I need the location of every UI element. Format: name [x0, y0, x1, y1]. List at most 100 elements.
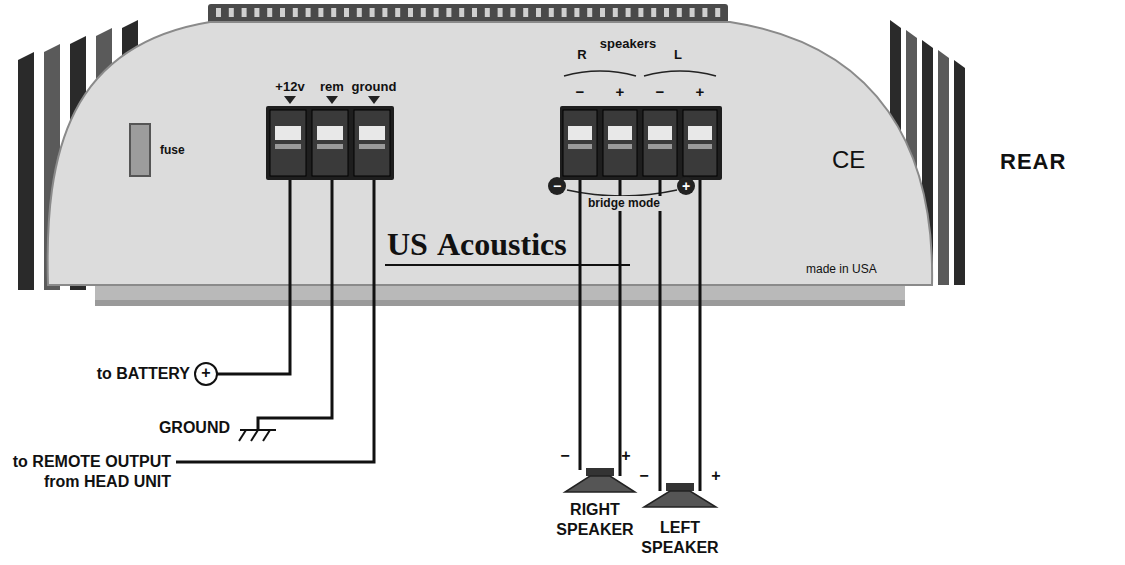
- ridge-tooth: [664, 8, 669, 17]
- terminal-clamp: [568, 126, 592, 140]
- ridge-tooth: [395, 8, 400, 17]
- polarity-mark: −: [568, 82, 592, 101]
- speaker-magnet: [586, 468, 614, 476]
- speaker-wire: [619, 180, 622, 476]
- ridge-tooth: [523, 8, 528, 17]
- terminal-clamp: [648, 126, 672, 140]
- ridge-tooth: [498, 8, 503, 17]
- ridge-tooth: [638, 8, 643, 17]
- connection-label: to REMOTE OUTPUT from HEAD UNIT: [6, 452, 171, 492]
- brand-logo: Acoustics: [435, 226, 569, 262]
- ridge-tooth: [216, 8, 221, 17]
- pointer: [284, 96, 296, 104]
- ground-symbol: [239, 430, 276, 441]
- ridge-tooth: [677, 8, 682, 17]
- pointer: [326, 96, 338, 104]
- ground-hatch: [251, 430, 258, 441]
- speaker-terminal-block: [560, 106, 722, 180]
- terminal: [312, 110, 348, 176]
- polarity-mark: −: [636, 466, 652, 486]
- ridge-tooth: [357, 8, 362, 17]
- battery-plus-circle: [195, 363, 217, 385]
- speaker-cone: [644, 491, 716, 507]
- speaker-label: RIGHT SPEAKER: [550, 500, 640, 540]
- ridge-tooth: [446, 8, 451, 17]
- ridge-tooth: [562, 8, 567, 17]
- terminal-screw: [568, 144, 592, 149]
- terminal: [683, 110, 717, 176]
- terminal-clamp: [317, 126, 343, 140]
- pointer: [368, 96, 380, 104]
- speaker-wire: [659, 180, 662, 491]
- terminal-label: rem: [310, 79, 354, 95]
- logo-underline: [385, 264, 630, 266]
- bridge-minus-mark: [548, 177, 566, 195]
- speaker-wire: [699, 180, 702, 491]
- ridge-tooth: [510, 8, 515, 17]
- polarity-mark: −: [557, 446, 573, 466]
- ridge-tooth: [587, 8, 592, 17]
- ridge-tooth: [242, 8, 247, 17]
- certification-mark: CE: [832, 150, 865, 170]
- rear-panel: [48, 22, 932, 285]
- origin-label: made in USA: [806, 262, 877, 277]
- terminal-screw: [688, 144, 712, 149]
- terminal-label: ground: [348, 79, 400, 95]
- mode-label: bridge mode: [582, 196, 666, 211]
- terminals: [270, 110, 717, 176]
- ridge-tooth: [331, 8, 336, 17]
- polarity-mark: +: [618, 446, 634, 466]
- ridge-tooth: [229, 8, 234, 17]
- ridge-tooth: [293, 8, 298, 17]
- brand-logo: US: [385, 226, 430, 262]
- terminal: [270, 110, 306, 176]
- ridge-tooth: [690, 8, 695, 17]
- wires: [176, 180, 700, 491]
- ridge-tooth: [485, 8, 490, 17]
- view-label: REAR: [1000, 152, 1066, 172]
- fin: [954, 60, 965, 285]
- ridge-tooth: [626, 8, 631, 17]
- fuse-holder: [130, 124, 150, 176]
- battery-wire: [217, 180, 290, 374]
- polarity-mark: +: [708, 466, 724, 486]
- bracket: [564, 71, 636, 76]
- ground-wire: [258, 180, 332, 430]
- connection-label: GROUND: [90, 418, 230, 438]
- ridge-tooth: [280, 8, 285, 17]
- speaker-magnet: [666, 483, 694, 491]
- terminal-screw: [275, 144, 301, 149]
- ridge-tooth: [536, 8, 541, 17]
- terminal-screw: [608, 144, 632, 149]
- ridge-tooth: [651, 8, 656, 17]
- heat-sink-fins: [18, 20, 965, 290]
- base-shadow: [95, 300, 905, 306]
- ridge-tooth: [574, 8, 579, 17]
- terminal-clamp: [608, 126, 632, 140]
- ground-hatch: [263, 430, 270, 441]
- bridge-plus-mark: [677, 177, 695, 195]
- group-label: speakers: [596, 36, 660, 52]
- bracket: [644, 71, 716, 76]
- ridge-tooth: [408, 8, 413, 17]
- ground-hatch: [239, 430, 246, 441]
- polarity-mark: −: [550, 177, 564, 195]
- ridge-tooth: [549, 8, 554, 17]
- speaker-cone: [565, 476, 635, 492]
- terminal: [354, 110, 390, 176]
- terminal-clamp: [359, 126, 385, 140]
- fin: [18, 52, 34, 290]
- ridge-tooth: [459, 8, 464, 17]
- channel-label: R: [570, 47, 594, 63]
- terminal-screw: [648, 144, 672, 149]
- ridge-tooth: [382, 8, 387, 17]
- ridge-tooth: [306, 8, 311, 17]
- terminal-screw: [317, 144, 343, 149]
- speaker-wire: [579, 180, 582, 470]
- ridge-tooth: [600, 8, 605, 17]
- polarity-mark: −: [648, 82, 672, 101]
- ridge-tooth: [702, 8, 707, 17]
- polarity-mark: +: [608, 82, 632, 101]
- terminal-clamp: [275, 126, 301, 140]
- terminal-pointers: [284, 96, 380, 104]
